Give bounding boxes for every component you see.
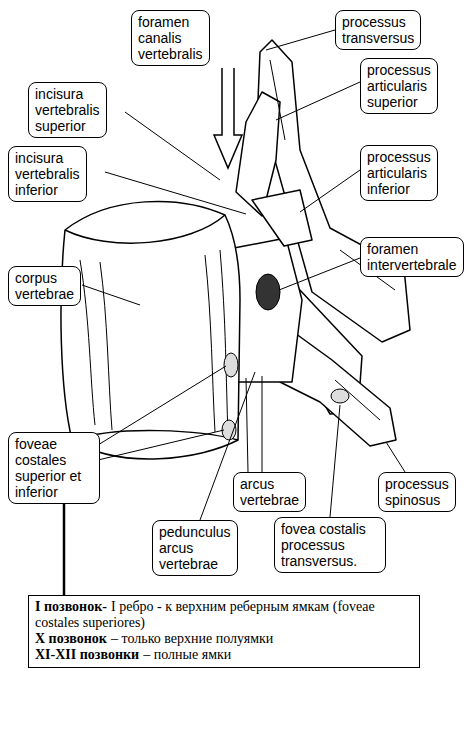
callout-box: fovea costalis processus transversus. (274, 517, 386, 573)
callout-box: processus spinosus (378, 472, 456, 512)
callout-box: processus articularis inferior (360, 145, 438, 201)
part-label: arcus vertebrae (240, 476, 299, 508)
shading (80, 60, 395, 436)
note-line: XI-XII позвонки – полные ямки (35, 647, 413, 663)
connector-line (63, 504, 66, 595)
callout-box: processus articularis superior (360, 58, 438, 114)
corpus-shape (61, 201, 240, 458)
callout-box: arcus vertebrae (233, 472, 306, 512)
callout-box: corpus vertebrae (8, 266, 81, 306)
foramen-intervertebrale-hole (256, 274, 280, 310)
part-label: foramen canalis vertebralis (138, 14, 203, 62)
callout-box: processus transversus (335, 10, 421, 50)
part-label: processus spinosus (385, 476, 449, 508)
note-heading: I позвонок- (35, 599, 107, 614)
part-label: foveae costales superior et inferior (15, 436, 93, 500)
part-label: incisura vertebralis superior (35, 86, 100, 134)
part-label: corpus vertebrae (15, 270, 74, 302)
part-label: processus transversus (342, 14, 414, 46)
part-label: fovea costalis processus transversus. (281, 521, 379, 569)
arcus-shape (234, 238, 302, 382)
callout-box: foramen intervertebrale (360, 237, 464, 277)
part-label: pedunculus arcus vertebrae (159, 524, 231, 572)
articular-inferior-shape (252, 190, 312, 246)
note-body: – только верхние полуямки (111, 631, 273, 646)
callout-box: foramen canalis vertebralis (131, 10, 210, 66)
part-label: processus articularis inferior (367, 149, 431, 197)
corpus-rim (65, 215, 225, 243)
part-label: incisura vertebralis inferior (15, 150, 80, 198)
note-heading: X позвонок (35, 631, 107, 646)
callout-box: pedunculus arcus vertebrae (152, 520, 238, 576)
canal-arrow (214, 68, 242, 168)
fovea-costalis-transversus (331, 389, 349, 403)
leader-lines (82, 30, 405, 520)
note-box: I позвонок-I ребро - к верхним реберным … (28, 595, 420, 668)
note-line: X позвонок – только верхние полуямки (35, 631, 413, 647)
note-body: – полные ямки (143, 647, 231, 662)
fovea-costalis-superior (224, 353, 238, 377)
callout-box: foveae costales superior et inferior (8, 432, 100, 504)
callout-box: incisura vertebralis superior (28, 82, 107, 138)
callout-box: incisura vertebralis inferior (8, 146, 87, 202)
part-label: processus articularis superior (367, 62, 431, 110)
note-line: I позвонок-I ребро - к верхним реберным … (35, 599, 413, 631)
part-label: foramen intervertebrale (367, 241, 457, 273)
note-heading: XI-XII позвонки (35, 647, 139, 662)
